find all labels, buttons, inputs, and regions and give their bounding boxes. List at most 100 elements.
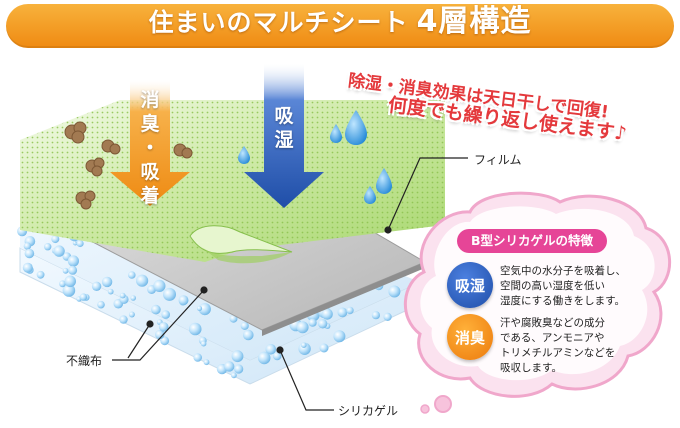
silica-bead — [62, 284, 76, 297]
silica-bead — [36, 270, 45, 279]
silica-bead — [243, 329, 254, 341]
silica-bead — [333, 330, 346, 343]
silica-bead — [128, 271, 136, 279]
silica-bead — [301, 342, 307, 349]
absorb-desc-line-3: 湿度にする働きをします。 — [500, 295, 626, 307]
title-main: 住まいのマルチシート — [148, 8, 409, 37]
silica-bead — [160, 336, 170, 346]
silica-beads — [17, 219, 401, 379]
silica-bead — [388, 285, 401, 298]
absorb-desc-line-2: 空間の高い湿度を低い — [500, 280, 605, 292]
silica-bead — [308, 318, 317, 327]
silica-bead — [200, 340, 207, 347]
silica-bead — [153, 279, 166, 292]
silica-bead — [44, 243, 52, 251]
odor-puffs — [64, 121, 193, 210]
deodorize-description: 汗や腐敗臭などの成分 である、アンモニアや トリメチルアミンなどを 吸収します。 — [500, 316, 650, 376]
silica-bead — [79, 293, 88, 301]
film-peel-shadow — [200, 246, 292, 264]
silica-bead — [91, 281, 102, 291]
arrow-label-char: 吸 — [274, 105, 294, 127]
arrow-label-char: 吸 — [140, 161, 160, 183]
silica-bead — [119, 315, 128, 324]
silica-bead — [68, 265, 78, 275]
silica-bead — [119, 292, 126, 299]
silica-bead — [62, 267, 69, 274]
silica-bead — [234, 364, 244, 374]
silica-bead — [130, 295, 136, 301]
silica-bead — [318, 319, 328, 329]
film-callout-label: フィルム — [474, 153, 522, 167]
silica-bead — [257, 351, 271, 365]
silica-bead — [22, 262, 33, 273]
nonwoven-layer-edge — [262, 262, 425, 336]
silica-bead — [178, 295, 189, 306]
silica-bead — [337, 307, 348, 318]
silica-bead — [107, 288, 114, 295]
silica-bead — [321, 308, 333, 320]
silica-bead — [272, 351, 282, 361]
silica-bead — [196, 305, 203, 311]
deodorize-arrow — [110, 80, 190, 206]
silica-bead — [224, 361, 235, 372]
silica-bead — [161, 310, 170, 319]
deodorize-badge-text: 消臭 — [454, 328, 485, 347]
arrow-label-char: 湿 — [274, 129, 294, 151]
deodorize-label-text: 消臭・吸着 — [130, 88, 170, 208]
silica-bead — [193, 353, 202, 362]
title-banner — [6, 4, 674, 48]
silica-bead — [188, 322, 202, 336]
title-emphasis: 4層構造 — [416, 4, 532, 39]
deodorize-desc-line-1: 汗や腐敗臭などの成分 — [500, 317, 605, 329]
silica-bead — [51, 235, 60, 244]
silica-bead — [155, 329, 165, 340]
bubble-title-pill — [457, 229, 607, 253]
absorb-description: 空気中の水分子を吸着し、 空間の高い湿度を低い 湿度にする働きをします。 — [500, 264, 650, 309]
silica-bead — [203, 359, 210, 366]
silica-bead — [53, 245, 65, 257]
deodorize-desc-line-3: トリメチルアミンなどを — [500, 347, 616, 359]
silica-bead — [319, 343, 329, 353]
absorb-badge-text: 吸湿 — [454, 276, 485, 295]
absorb-badge: 吸湿 — [447, 262, 493, 308]
nonwoven-callout-label: 不織布 — [66, 354, 103, 368]
silica-bead — [265, 344, 277, 355]
silica-bead — [23, 242, 32, 250]
absorb-arrow — [244, 64, 324, 208]
arrow-label-char: 臭 — [140, 113, 160, 135]
silica-callout-label: シリカゲル — [338, 404, 399, 418]
water-drops — [238, 110, 392, 204]
deodorize-desc-line-2: である、アンモニアや — [500, 332, 605, 344]
silica-bead — [24, 248, 35, 259]
arrow-label-char: ・ — [140, 137, 160, 159]
absorb-desc-line-1: 空気中の水分子を吸着し、 — [500, 265, 626, 277]
absorb-arrow-label: 吸湿 — [264, 104, 304, 152]
arrow-label-char: 消 — [140, 89, 160, 111]
silica-bead — [371, 311, 380, 320]
absorb-label-text: 吸湿 — [264, 104, 304, 152]
silica-bead — [383, 312, 392, 321]
silica-bead — [158, 322, 169, 332]
silica-bead — [346, 306, 354, 315]
silica-bead — [163, 287, 176, 301]
deodorize-desc-line-4: 吸収します。 — [500, 362, 562, 374]
silica-bead — [64, 275, 76, 288]
silica-bead — [76, 239, 84, 248]
silica-bead — [67, 255, 79, 267]
deodorize-arrow-label: 消臭・吸着 — [130, 88, 170, 208]
silica-bead — [151, 304, 161, 315]
silica-bead — [136, 274, 149, 287]
silica-bead — [128, 311, 135, 318]
silica-bead — [231, 372, 237, 379]
silica-bead — [240, 321, 249, 330]
silica-bead — [101, 276, 113, 288]
silica-bead — [97, 300, 105, 309]
silica-bead — [231, 350, 244, 363]
bubble-title: B型シリカゲルの特徴 — [470, 233, 594, 248]
deodorize-badge: 消臭 — [447, 314, 493, 360]
callout-lines — [112, 157, 468, 411]
silica-bead — [59, 280, 66, 288]
silica-bead — [198, 303, 211, 316]
